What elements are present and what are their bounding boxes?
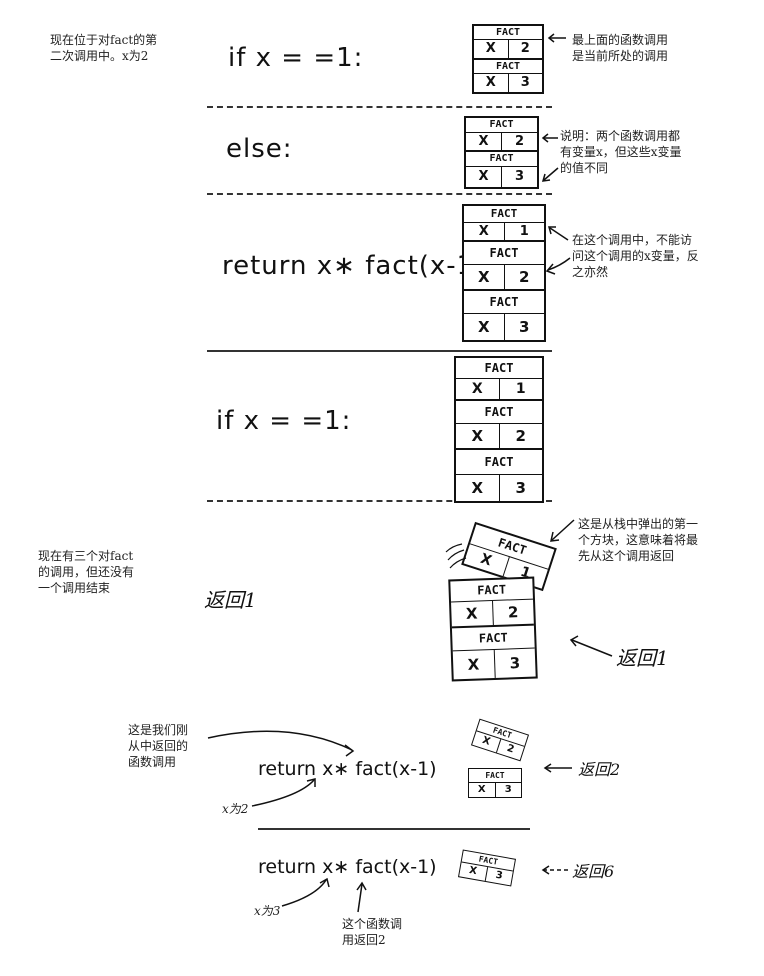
x-is-2-label: x为2	[222, 802, 249, 816]
frame-variable-name: X	[451, 600, 494, 627]
code-return-line-c: return x∗ fact(x-1)	[258, 856, 437, 878]
solid-separator	[207, 350, 552, 352]
frame-title: FACT	[464, 242, 544, 265]
note-top-call: 最上面的函数调用 是当前所处的调用	[572, 33, 669, 63]
frame-variable-value: 2	[507, 603, 519, 622]
frame-variable-value: 3	[519, 318, 530, 336]
frame-title: FACT	[456, 358, 542, 379]
arrow	[207, 33, 613, 913]
frame-variable-name: X	[469, 783, 496, 797]
note-three-calls: 现在有三个对fact 的调用，但还没有 一个调用结束	[38, 549, 135, 595]
frame-variable-value: 1	[515, 381, 526, 397]
frame-variable-value: 3	[504, 784, 512, 795]
code-if-line-1: if x = =1:	[228, 43, 364, 73]
frame-variable-name: X	[466, 167, 502, 187]
frame-title: FACT	[456, 401, 542, 424]
frame-title: FACT	[474, 60, 542, 74]
note-this-call-returns: 这个函数调 用返回2	[342, 917, 403, 947]
frame-variable-name: X	[474, 40, 509, 58]
note-just-returned: 这是我们刚 从中返回的 函数调用	[128, 723, 189, 769]
dashed-separator	[207, 193, 552, 195]
frame-variable-value: 3	[509, 654, 521, 673]
code-if-line-2: if x = =1:	[216, 406, 352, 436]
frame-variable-name: X	[452, 649, 496, 680]
frame-variable-value: 3	[520, 75, 530, 90]
frame-variable-name: X	[466, 133, 502, 150]
frame-variable-name: X	[456, 379, 500, 399]
frame-variable-value: 3	[494, 869, 504, 882]
code-return-line: return x∗ fact(x-1)	[222, 251, 486, 281]
dashed-separator	[207, 500, 552, 502]
frame-variable-name: X	[474, 74, 509, 92]
frame-variable-value: 2	[514, 134, 525, 149]
frame-title: FACT	[451, 625, 535, 652]
dashed-separator	[207, 106, 552, 108]
return-2-label: 返回2	[578, 760, 621, 779]
frame-title: FACT	[464, 206, 544, 223]
note-two-calls: 说明：两个函数调用都 有变量x，但这些x变量 的值不同	[560, 129, 682, 175]
frame-variable-value: 3	[515, 479, 526, 497]
frame-title: FACT	[469, 769, 521, 783]
frame-title: FACT	[456, 450, 542, 475]
frame-title: FACT	[450, 578, 533, 603]
frame-variable-name: X	[464, 265, 505, 289]
x-is-3-label: x为3	[254, 904, 281, 918]
frame-variable-value: 2	[515, 427, 526, 445]
frame-variable-value: 2	[519, 268, 530, 286]
solid-separator	[258, 828, 530, 830]
frame-title: FACT	[466, 118, 537, 133]
frame-variable-name: X	[456, 475, 500, 501]
note-second-call: 现在位于对fact的第 二次调用中。x为2	[50, 33, 158, 63]
frame-variable-value: 1	[519, 224, 529, 239]
frame-variable-name: X	[464, 314, 505, 340]
frame-variable-value: 2	[520, 41, 530, 56]
note-popped: 这是从栈中弹出的第一 个方块，这意味着将最 先从这个调用返回	[578, 517, 699, 563]
frame-title: FACT	[464, 291, 544, 314]
frame-variable-name: X	[456, 424, 500, 448]
code-else-line: else:	[226, 134, 293, 164]
code-return-line-b: return x∗ fact(x-1)	[258, 758, 437, 780]
frame-title: FACT	[466, 152, 537, 167]
return-6-label: 返回6	[572, 862, 615, 881]
return-1-left-label: 返回1	[204, 588, 257, 612]
frame-title: FACT	[474, 26, 542, 40]
frame-variable-name: X	[464, 223, 505, 240]
frame-variable-value: 3	[514, 169, 525, 184]
note-cannot-access: 在这个调用中，不能访 问这个调用的x变量，反 之亦然	[572, 233, 699, 279]
return-1-right-label: 返回1	[616, 646, 669, 670]
